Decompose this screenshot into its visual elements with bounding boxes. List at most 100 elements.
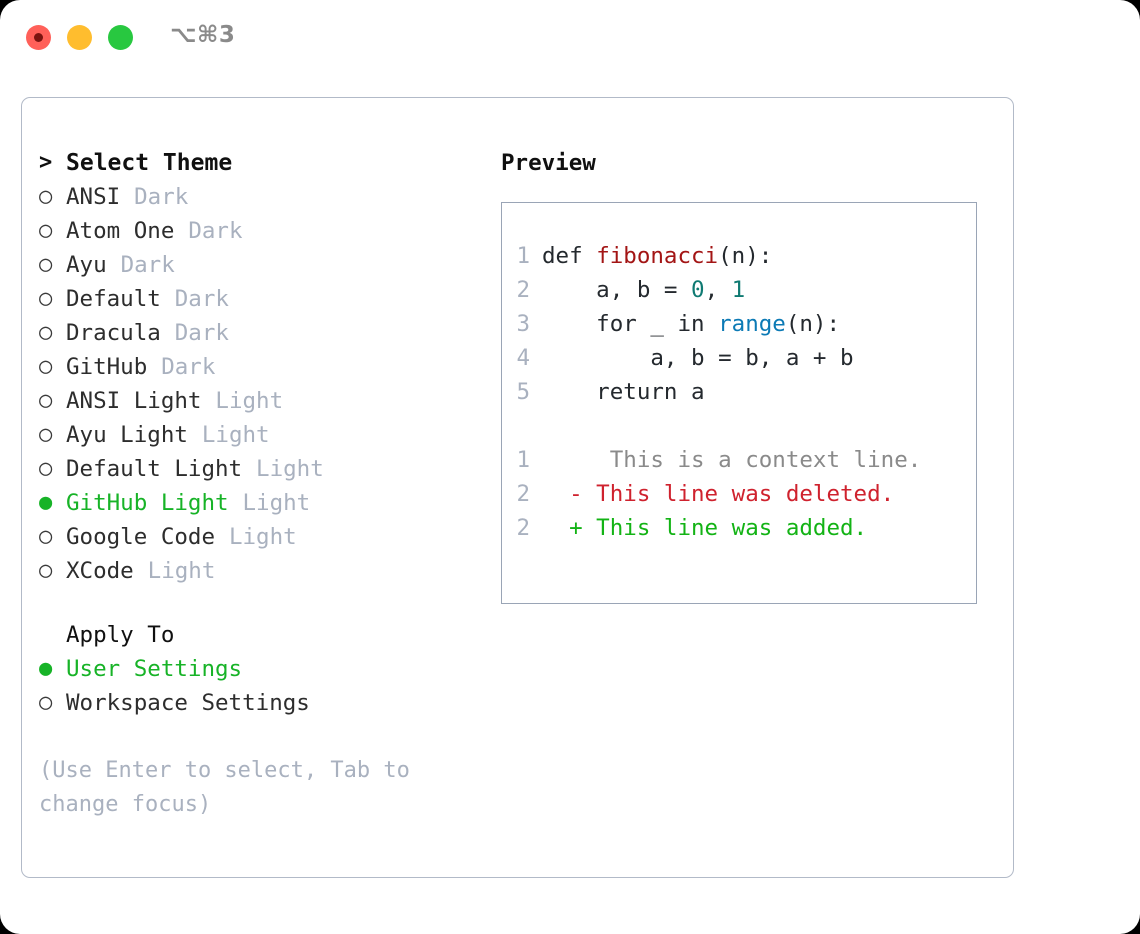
theme-variant-label: Dark [161, 354, 216, 380]
code-token-num: 0 [691, 277, 705, 303]
theme-list-item[interactable]: ○ Ayu Dark [39, 248, 479, 282]
theme-name-label: XCode [66, 558, 134, 584]
apply-to-heading: Apply To [66, 622, 175, 648]
diff-line: 2 - This line was deleted. [502, 477, 976, 511]
window-controls [26, 25, 133, 50]
line-number: 1 [516, 447, 530, 473]
section-spacer [39, 588, 479, 618]
radio-unselected-icon: ○ [39, 690, 53, 715]
line-number: 1 [516, 243, 530, 269]
code-line: 2 a, b = 0, 1 [502, 273, 976, 307]
code-token-call: range [718, 311, 786, 337]
theme-variant-label: Dark [174, 320, 229, 346]
diff-sample: 1 This is a context line. 2 - This line w… [502, 443, 976, 545]
line-number: 2 [516, 277, 530, 303]
radio-unselected-icon: ○ [39, 286, 53, 311]
theme-name-label: Default [66, 286, 161, 312]
code-line-text: return a [542, 375, 705, 409]
theme-variant-label: Light [256, 456, 324, 482]
theme-name-label: Default Light [66, 456, 243, 482]
theme-variant-label: Dark [120, 252, 175, 278]
code-token-plain: return a [542, 379, 705, 405]
diff-line-text: + This line was added. [542, 515, 868, 541]
radio-unselected-icon: ○ [39, 524, 53, 549]
apply-to-option-label: Workspace Settings [66, 690, 310, 716]
code-line-text: a, b = 0, 1 [542, 273, 745, 307]
line-number: 4 [516, 345, 530, 371]
code-line-text: for _ in range(n): [542, 307, 840, 341]
keyboard-hint-text: (Use Enter to select, Tab to change focu… [39, 758, 410, 817]
apply-to-option[interactable]: ● User Settings [39, 652, 479, 686]
code-diff-separator [502, 409, 976, 443]
select-theme-heading: > Select Theme [39, 146, 479, 180]
theme-name-label: ANSI [66, 184, 121, 210]
theme-list-item[interactable]: ○ Default Light Light [39, 452, 479, 486]
theme-list-item[interactable]: ○ Dracula Dark [39, 316, 479, 350]
line-number: 3 [516, 311, 530, 337]
line-number: 2 [516, 481, 530, 507]
line-number: 2 [516, 515, 530, 541]
code-line: 1 def fibonacci(n): [502, 239, 976, 273]
theme-name-label: Ayu [66, 252, 107, 278]
theme-list-item[interactable]: ○ XCode Light [39, 554, 479, 588]
theme-variant-label: Light [228, 524, 297, 550]
theme-list-item[interactable]: ○ Ayu Light Light [39, 418, 479, 452]
radio-unselected-icon: ○ [39, 456, 53, 481]
code-line: 3 for _ in range(n): [502, 307, 976, 341]
radio-unselected-icon: ○ [39, 184, 53, 209]
apply-to-option[interactable]: ○ Workspace Settings [39, 686, 479, 720]
code-line-text: def fibonacci(n): [542, 239, 772, 273]
code-line: 5 return a [502, 375, 976, 409]
theme-name-label: Dracula [66, 320, 161, 346]
code-line: 4 a, b = b, a + b [502, 341, 976, 375]
close-button-icon[interactable] [26, 25, 51, 50]
apply-to-option-label: User Settings [66, 656, 243, 682]
code-token-plain: def [542, 243, 597, 269]
title-bar: ⌥⌘3 [0, 0, 1140, 78]
code-token-plain: , [704, 277, 732, 303]
diff-line-text: - This line was deleted. [542, 481, 895, 507]
theme-name-label: Atom One [66, 218, 175, 244]
select-theme-heading-label: Select Theme [66, 150, 233, 176]
theme-list-item[interactable]: ○ Default Dark [39, 282, 479, 316]
radio-unselected-icon: ○ [39, 218, 53, 243]
theme-name-label: Google Code [66, 524, 216, 550]
code-token-plain: a, b = b, a + b [542, 345, 854, 371]
code-line-text: a, b = b, a + b [542, 341, 854, 375]
code-token-num: 1 [731, 277, 746, 303]
theme-list-item[interactable]: ○ Google Code Light [39, 520, 479, 554]
radio-unselected-icon: ○ [39, 320, 53, 345]
preview-heading: Preview [501, 150, 596, 176]
theme-variant-label: Light [201, 422, 270, 448]
theme-list-item[interactable]: ○ ANSI Dark [39, 180, 479, 214]
minimize-button-icon[interactable] [67, 25, 92, 50]
theme-variant-label: Dark [174, 286, 229, 312]
theme-variant-label: Light [147, 558, 216, 584]
radio-unselected-icon: ○ [39, 422, 53, 447]
theme-variant-label: Dark [134, 184, 189, 210]
radio-unselected-icon: ○ [39, 558, 53, 583]
theme-name-label: ANSI Light [66, 388, 202, 414]
code-token-plain: (n): [718, 243, 773, 269]
diff-line-text: This is a context line. [542, 447, 922, 473]
maximize-button-icon[interactable] [108, 25, 133, 50]
apply-to-options: ● User Settings ○ Workspace Settings [39, 652, 479, 720]
code-token-fn: fibonacci [596, 243, 719, 269]
code-token-plain: for _ in [542, 311, 719, 337]
radio-selected-icon: ● [39, 656, 53, 681]
radio-unselected-icon: ○ [39, 252, 53, 277]
theme-variant-label: Light [242, 490, 311, 516]
radio-unselected-icon: ○ [39, 388, 53, 413]
theme-name-label: Ayu Light [66, 422, 188, 448]
